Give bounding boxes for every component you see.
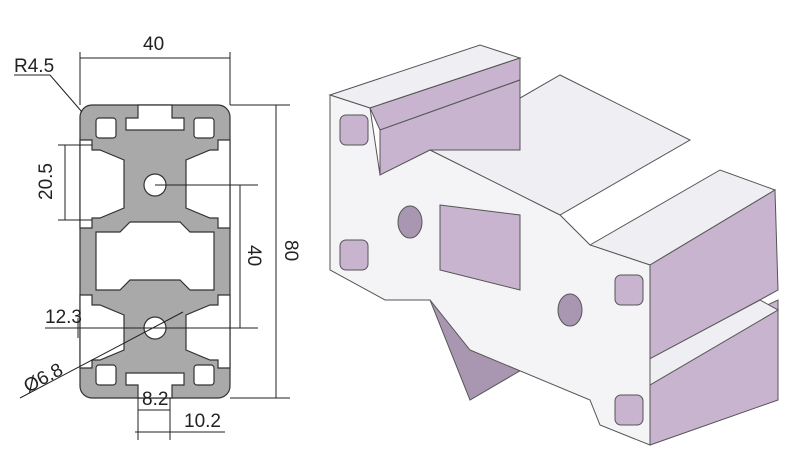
slot-pitch-label: 20.5 [36,163,57,200]
height-label: 80 [280,240,301,261]
isometric-view [328,44,780,446]
slot-width-label: 10.2 [184,411,221,432]
hole-diameter-label: Ø6.8 [20,360,66,398]
right-slot-lower [185,294,231,369]
front-hole-upper [397,205,423,239]
right-slot-upper [185,139,231,229]
front-middle-cavity [439,204,521,291]
front-cavity [614,274,644,306]
center-distance-label: 40 [243,245,264,266]
corner-cavity [95,364,117,386]
width-label: 40 [143,34,164,55]
radius-label: R4.5 [14,56,54,77]
slot-depth-label: 12.3 [45,307,82,328]
inner-side [379,79,521,176]
left-slot-lower [79,294,125,369]
front-cavity [614,394,644,426]
top-slot [125,104,185,131]
front-hole-lower [557,293,583,327]
corner-cavity [95,117,117,139]
slot-opening-label: 8.2 [142,389,168,410]
left-slot-upper [79,139,125,229]
dimension-lines [14,52,290,440]
front-cavity [339,114,369,146]
bottom-slot [125,372,185,399]
middle-cavity [95,221,215,291]
corner-cavity [193,364,215,386]
corner-cavity [193,117,215,139]
cross-section [79,104,231,399]
front-cavity [339,239,369,271]
